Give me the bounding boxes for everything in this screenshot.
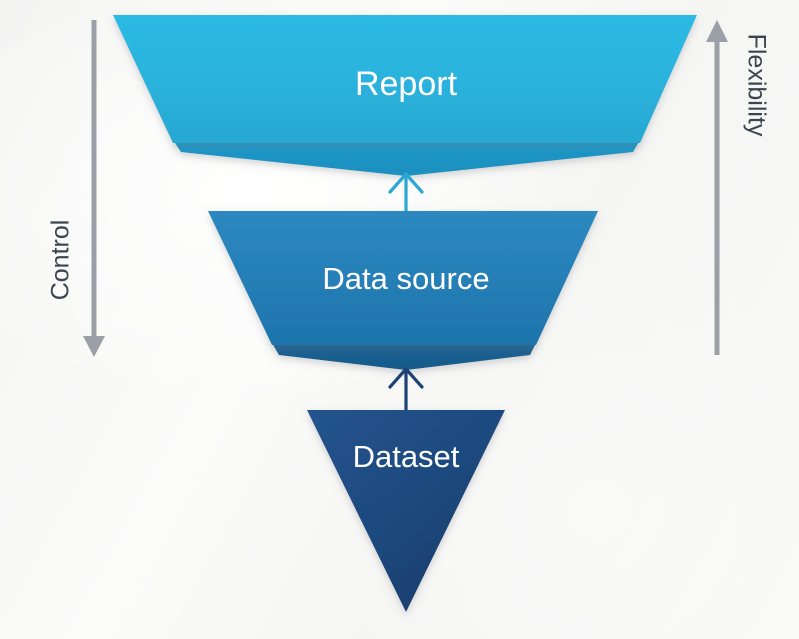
report-fold (173, 140, 640, 176)
report-label: Report (355, 65, 458, 103)
connector-dataset-to-data-source (388, 367, 424, 412)
data-source-shape[interactable] (208, 211, 598, 345)
connector-arrowhead-upper (388, 172, 424, 194)
level-dataset[interactable]: Dataset (307, 410, 505, 612)
dataset-label: Dataset (353, 439, 460, 474)
report-shape[interactable] (113, 15, 697, 143)
flexibility-axis: Flexibility (706, 20, 770, 355)
control-axis-label: Control (47, 220, 75, 301)
data-source-fold (272, 343, 536, 370)
level-data-source[interactable]: Data source (208, 211, 598, 370)
flexibility-axis-label: Flexibility (742, 34, 770, 137)
control-axis-arrowhead-down (83, 336, 105, 357)
dataset-shape[interactable] (307, 410, 505, 612)
control-axis: Control (47, 20, 105, 357)
flexibility-axis-arrowhead-up (706, 20, 728, 42)
connector-arrowhead-lower (388, 367, 424, 389)
data-source-label: Data source (322, 261, 489, 296)
level-report[interactable]: Report (113, 15, 697, 176)
